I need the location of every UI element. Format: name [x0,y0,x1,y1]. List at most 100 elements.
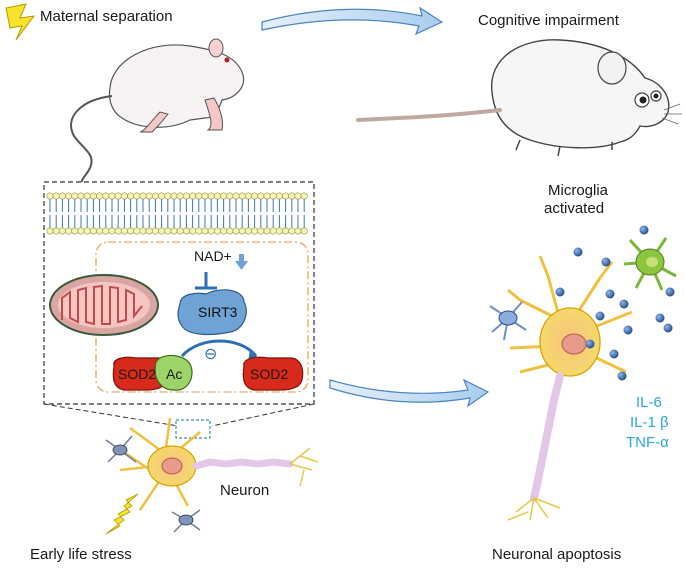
lipid-head [46,192,54,200]
microglia-label-line1: Microglia [548,182,609,199]
cognitive-impairment-label: Cognitive impairment [478,12,619,29]
lipid-head [232,192,240,200]
lipid-head [282,227,290,235]
lipid-head [288,227,296,235]
sirt3-shape [177,289,247,336]
lipid-head [213,192,221,200]
inhibition-symbol: ⊖ [204,346,218,363]
sod2-left-label: SOD2 [118,366,157,382]
lipid-head [195,192,203,200]
lipid-head [52,227,60,235]
early-life-stress-label: Early life stress [30,546,132,563]
lipid-head [96,192,104,200]
lipid-head [114,227,122,235]
ac-label: Ac [166,366,183,382]
lipid-head [182,192,190,200]
lipid-head [120,192,128,200]
lipid-head [102,227,110,235]
lipid-head [65,227,73,235]
cell-membrane [46,192,308,235]
lipid-head [77,192,85,200]
lipid-head [114,192,122,200]
lipid-head [195,227,203,235]
microglia-icon [105,435,201,533]
lipid-head [96,227,104,235]
lipid-head [71,227,79,235]
lipid-head [300,192,308,200]
lipid-head [201,192,209,200]
lipid-head [232,227,240,235]
lipid-head [263,192,271,200]
lipid-head [244,227,252,235]
bottom-arrow [329,378,490,408]
neuronal-apoptosis-label: Neuronal apoptosis [492,546,622,563]
lipid-head [133,227,141,235]
lipid-head [257,227,265,235]
lipid-head [158,192,166,200]
lipid-head [108,227,116,235]
lipid-head [52,192,60,200]
activated-microglia-icon [623,237,677,291]
nad-label: NAD+ [194,248,232,264]
lipid-head [238,227,246,235]
lipid-head [251,227,259,235]
lipid-head [220,192,228,200]
lipid-head [120,227,128,235]
lipid-head [226,227,234,235]
lipid-head [263,227,271,235]
lipid-head [139,227,147,235]
top-arrow [261,6,444,36]
lipid-head [238,192,246,200]
lipid-head [58,192,66,200]
lipid-head [89,227,97,235]
lipid-head [108,192,116,200]
lipid-head [77,227,85,235]
large-neuron-icon [507,255,633,521]
lipid-head [288,192,296,200]
maternal-separation-label: Maternal separation [40,8,173,25]
inhibition-bar-icon [195,272,217,290]
lipid-head [201,227,209,235]
cytokine-tnfa: TNF-α [626,434,669,451]
lipid-head [89,192,97,200]
lipid-head [133,192,141,200]
lipid-head [102,192,110,200]
zoom-box [175,419,211,439]
lipid-head [189,192,197,200]
lipid-head [213,227,221,235]
lipid-head [151,227,159,235]
lipid-head [139,192,147,200]
lipid-head [269,227,277,235]
lipid-head [151,192,159,200]
lipid-head [58,227,66,235]
lipid-head [158,227,166,235]
lipid-head [170,192,178,200]
lipid-head [275,227,283,235]
lipid-head [127,192,135,200]
lipid-head [275,192,283,200]
sod2-right-label: SOD2 [250,366,289,382]
lipid-head [257,192,265,200]
acetyl-group-shape [154,354,193,391]
lipid-head [282,192,290,200]
lipid-head [189,227,197,235]
stress-bolt-icon [105,493,139,535]
lipid-head [145,227,153,235]
lipid-head [145,192,153,200]
mitochondrion-icon [49,274,159,336]
lightning-bolt-icon [5,3,36,41]
lipid-head [226,192,234,200]
lipid-head [300,227,308,235]
sod2-deacetylated-shape [242,356,304,391]
lipid-head [83,192,91,200]
mouse-pup-icon [70,38,245,185]
lipid-head [83,227,91,235]
neuron-label: Neuron [220,482,270,499]
lipid-head [176,192,184,200]
lipid-head [244,192,252,200]
lipid-head [220,227,228,235]
lipid-head [207,192,215,200]
lipid-head [294,227,302,235]
sirt3-label: SIRT3 [198,304,238,320]
